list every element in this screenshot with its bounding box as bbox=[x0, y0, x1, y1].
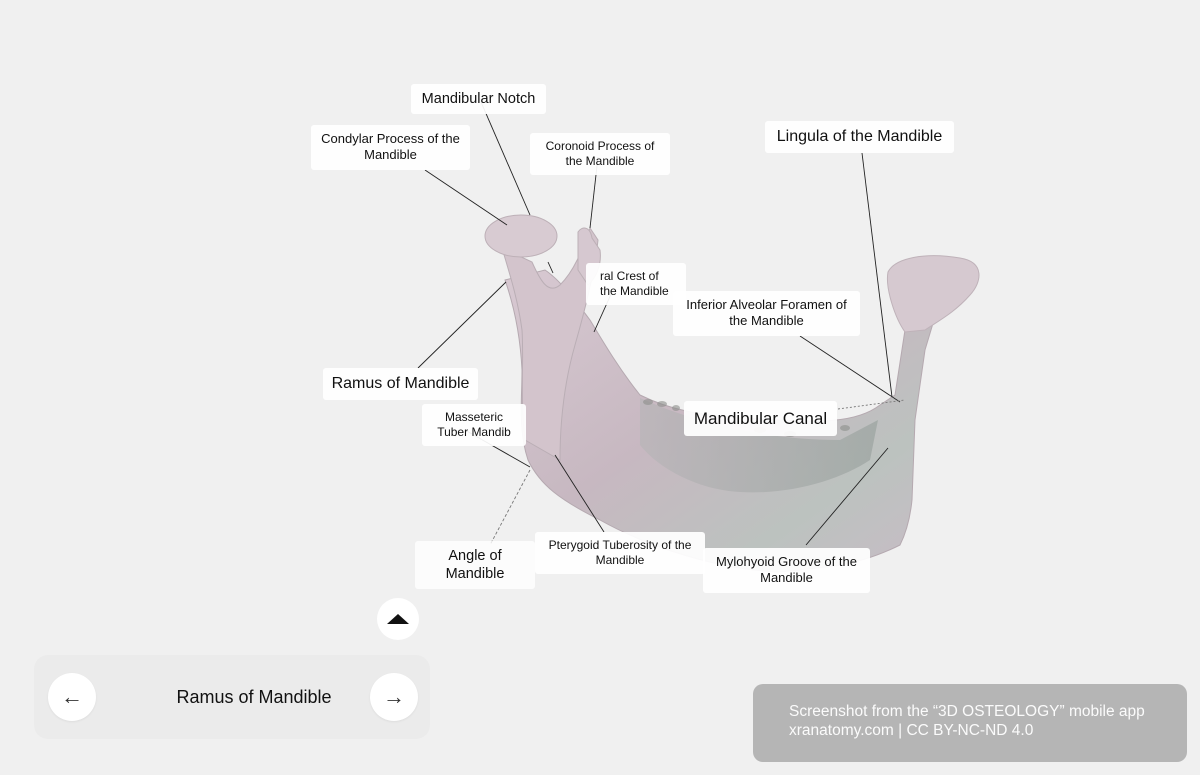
credit-line-2: xranatomy.com | CC BY-NC-ND 4.0 bbox=[789, 721, 1034, 739]
label-ramus[interactable]: Ramus of Mandible bbox=[323, 368, 478, 400]
label-lingula[interactable]: Lingula of the Mandible bbox=[765, 121, 954, 153]
credit-line-1: Screenshot from the “3D OSTEOLOGY” mobil… bbox=[789, 703, 1145, 720]
left-condyle bbox=[484, 214, 558, 258]
label-mandibular-canal[interactable]: Mandibular Canal bbox=[684, 401, 837, 437]
next-structure-button[interactable]: → bbox=[370, 673, 418, 721]
label-mylohyoid-groove[interactable]: Mylohyoid Groove of the Mandible bbox=[703, 548, 870, 593]
label-angle-of-mandible[interactable]: Angle of Mandible bbox=[415, 541, 535, 590]
triangle-up-icon bbox=[387, 614, 409, 624]
credit-watermark: Screenshot from the “3D OSTEOLOGY” mobil… bbox=[753, 684, 1187, 762]
label-masseteric-tuberosity[interactable]: Masseteric Tuber Mandib bbox=[422, 404, 526, 446]
structure-navigator: ← Ramus of Mandible → bbox=[34, 655, 430, 739]
expand-panel-button[interactable] bbox=[377, 598, 419, 640]
arrow-left-icon: ← bbox=[61, 684, 83, 709]
current-structure-title: Ramus of Mandible bbox=[176, 687, 332, 707]
left-ramus bbox=[501, 226, 599, 461]
label-temporal-crest[interactable]: ral Crest of the Mandible bbox=[586, 263, 686, 305]
right-condyle bbox=[886, 255, 980, 333]
previous-structure-button[interactable]: ← bbox=[48, 673, 96, 721]
arrow-right-icon: → bbox=[383, 684, 405, 709]
leader-lines bbox=[417, 101, 906, 546]
label-inferior-alveolar-foramen[interactable]: Inferior Alveolar Foramen of the Mandibl… bbox=[673, 291, 860, 336]
label-condylar-process[interactable]: Condylar Process of the Mandible bbox=[311, 125, 470, 170]
label-mandibular-notch[interactable]: Mandibular Notch bbox=[411, 84, 546, 115]
label-pterygoid-tuberosity[interactable]: Pterygoid Tuberosity of the Mandible bbox=[535, 532, 705, 574]
label-coronoid-process[interactable]: Coronoid Process of the Mandible bbox=[530, 133, 670, 175]
